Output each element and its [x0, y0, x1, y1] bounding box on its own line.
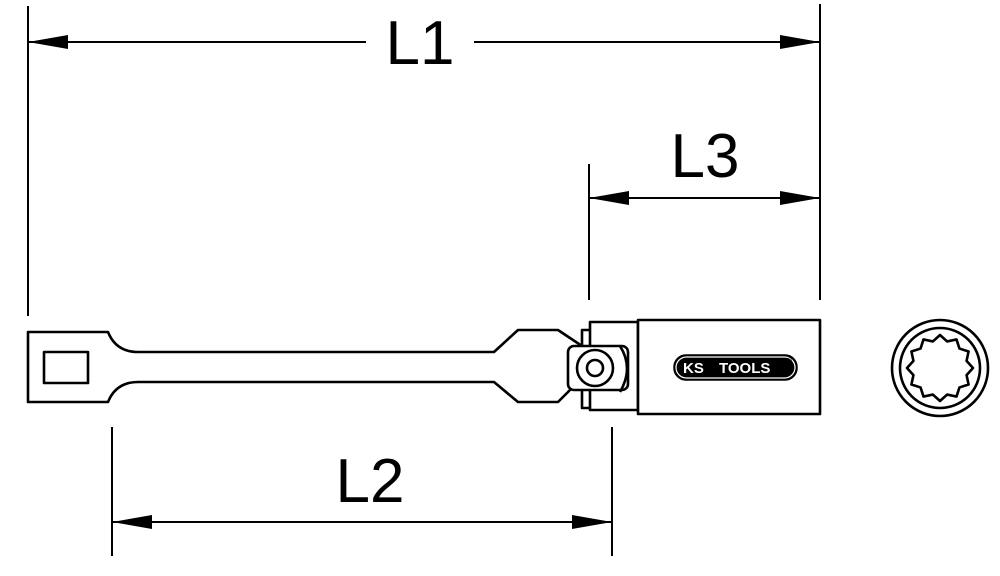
- logo-ks: KS: [683, 360, 704, 377]
- swivel-flex-arc: [618, 345, 629, 393]
- dimension-label-l1: L1: [386, 9, 455, 78]
- logo-tools: TOOLS: [719, 360, 770, 377]
- square-drive-slot: [42, 350, 90, 385]
- wrench-handle: [26, 328, 584, 404]
- twelve-point-socket-icon: [890, 318, 990, 418]
- dimension-l1: L1: [28, 9, 820, 78]
- brand-logo: KS TOOLS ®: [673, 354, 798, 381]
- pivot-pin-inner: [585, 358, 605, 378]
- twelve-point-profile: [905, 333, 975, 403]
- logo-registered: ®: [787, 357, 793, 365]
- dimension-l3: L3: [589, 122, 820, 205]
- dimension-l2: L2: [112, 447, 612, 529]
- dimension-label-l2: L2: [336, 447, 405, 516]
- dimension-label-l3: L3: [671, 122, 740, 191]
- wrench: KS TOOLS ®: [26, 318, 822, 416]
